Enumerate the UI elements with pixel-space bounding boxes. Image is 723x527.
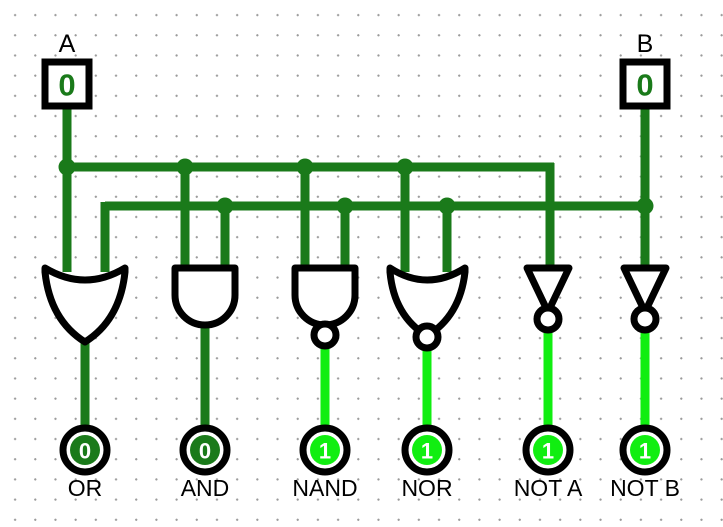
output-label-nor: NOR (401, 475, 453, 501)
nor-gate-body[interactable] (386, 264, 469, 352)
output-label-nand: NAND (292, 475, 358, 501)
input-label-a: A (58, 30, 76, 58)
output-indicator-nor: 1 (401, 424, 453, 476)
output-label-not-a: NOT A (513, 475, 583, 501)
output-value-and: 0 (199, 439, 211, 464)
junction-dot (296, 158, 314, 176)
inversion-bubble-icon (533, 304, 563, 334)
output-indicator-not-b: 1 (619, 424, 671, 476)
output-lamp-fill (70, 435, 100, 465)
wire-group-bus-a (62, 100, 555, 272)
output-lamp-fill (630, 435, 660, 465)
inversion-bubble-icon (630, 304, 660, 334)
and-gate-body[interactable] (171, 264, 239, 329)
output-lamp-fill (310, 435, 340, 465)
not-a-gate-shape (523, 264, 573, 316)
output-value-nor: 1 (421, 439, 433, 464)
junction-dot (438, 197, 456, 215)
nor-gate-shape (386, 264, 469, 340)
nand-gate-shape (291, 264, 359, 329)
junction-dot (336, 197, 354, 215)
output-lamp-fill (190, 435, 220, 465)
not-b-gate-shape (620, 264, 670, 316)
not-a-gate-body[interactable] (523, 264, 573, 334)
input-b-toggle[interactable]: 0 (619, 58, 671, 110)
output-label-and: AND (180, 475, 230, 501)
output-lamp-fill (533, 435, 563, 465)
output-label-or: OR (67, 475, 103, 501)
input-a-box[interactable] (41, 58, 93, 110)
or-gate-shape (41, 264, 129, 346)
not-b-gate-body[interactable] (620, 264, 670, 334)
inversion-bubble-icon (412, 322, 442, 352)
output-indicator-nand: 1 (299, 424, 351, 476)
input-b-value: 0 (636, 68, 653, 103)
inversion-bubble-icon (310, 320, 340, 350)
junction-dot (636, 197, 654, 215)
or-gate-body[interactable] (41, 264, 129, 346)
input-b-box[interactable] (619, 58, 671, 110)
and-gate-shape (171, 264, 239, 329)
output-lamp-fill (412, 435, 442, 465)
input-label-b: B (636, 30, 654, 58)
output-value-not-b: 1 (639, 439, 651, 464)
output-label-not-b: NOT B (610, 475, 680, 501)
input-a-toggle[interactable]: 0 (41, 58, 93, 110)
input-a-value: 0 (58, 68, 75, 103)
output-value-not-a: 1 (542, 439, 554, 464)
output-value-or: 0 (79, 439, 91, 464)
nand-gate-body[interactable] (291, 264, 359, 350)
output-indicator-not-a: 1 (522, 424, 574, 476)
junction-dot (216, 197, 234, 215)
output-indicator-or: 0 (59, 424, 111, 476)
junction-dots (58, 158, 654, 215)
junction-dot (396, 158, 414, 176)
junction-dot (176, 158, 194, 176)
output-indicator-and: 0 (179, 424, 231, 476)
wire-group-outputs (80, 318, 650, 432)
junction-dot (58, 158, 76, 176)
output-value-nand: 1 (319, 439, 331, 464)
